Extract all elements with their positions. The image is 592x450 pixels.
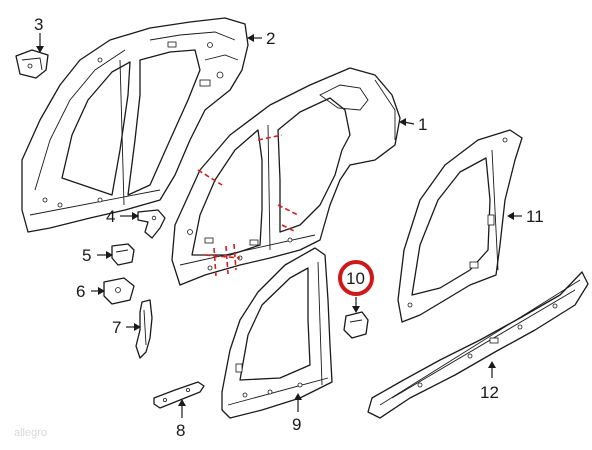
part-12-rocker-sill: [367, 271, 589, 419]
part-2-inner-side-frame: [21, 17, 249, 233]
callout-10: 10: [346, 269, 365, 288]
callout-9: 9: [292, 415, 301, 434]
callout-8: 8: [176, 421, 185, 440]
callout-3: 3: [34, 15, 43, 34]
callout-6: 6: [76, 282, 85, 301]
part-8-rail-bracket: [153, 381, 205, 409]
part-1-outer-side-panel: [171, 67, 401, 286]
part-7-reinforcement: [135, 299, 153, 359]
watermark: allegro: [14, 427, 47, 439]
part-5-bracket: [111, 243, 135, 266]
callout-2: 2: [266, 29, 275, 48]
part-10-bracket: [343, 311, 369, 339]
part-4-bracket: [137, 209, 166, 239]
callout-7: 7: [112, 318, 121, 337]
part-9-door-frame: [221, 247, 333, 419]
callout-12: 12: [480, 383, 499, 402]
part-11-pillar-reinforcement: [397, 129, 523, 323]
leader-lines: [36, 33, 522, 418]
callout-1: 1: [418, 115, 427, 134]
callout-labels: 3 2 1 4 5 6 7 8 9 10 11 12: [34, 15, 544, 440]
callout-11: 11: [526, 207, 544, 226]
part-3-bracket: [15, 49, 49, 79]
callout-4: 4: [106, 207, 115, 226]
callout-5: 5: [82, 246, 91, 265]
highlight-ring: [338, 260, 374, 296]
part-6-bracket: [103, 277, 135, 305]
